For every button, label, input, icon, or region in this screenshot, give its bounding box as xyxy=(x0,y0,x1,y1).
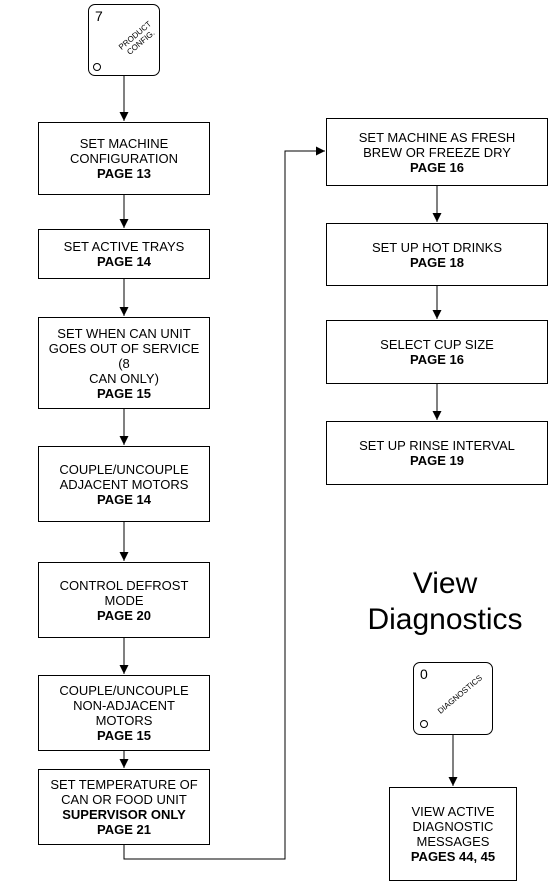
step-select-cup-size: SELECT CUP SIZE PAGE 16 xyxy=(326,320,548,384)
step-set-up-hot-drinks: SET UP HOT DRINKS PAGE 18 xyxy=(326,223,548,286)
step-text: MESSAGES xyxy=(416,834,490,849)
key-label: PRODUCT CONFIG. xyxy=(113,16,163,62)
step-view-active-diagnostic-messages: VIEW ACTIVE DIAGNOSTIC MESSAGES PAGES 44… xyxy=(389,787,517,881)
step-set-up-rinse-interval: SET UP RINSE INTERVAL PAGE 19 xyxy=(326,421,548,485)
step-text: SET MACHINE AS FRESH xyxy=(358,129,516,145)
diagnostics-key[interactable]: 0 DIAGNOSTICS xyxy=(413,662,493,735)
product-config-key[interactable]: 7 PRODUCT CONFIG. xyxy=(88,4,160,76)
step-text: ADJACENT MOTORS xyxy=(59,476,189,492)
step-text: NON-ADJACENT MOTORS xyxy=(73,698,175,728)
step-text: COUPLE/UNCOUPLE xyxy=(59,461,189,477)
step-text: DIAGNOSTIC xyxy=(412,819,494,834)
step-text: GOES OUT OF SERVICE (8 xyxy=(48,340,200,371)
step-page-ref: PAGE 13 xyxy=(97,166,151,181)
arrow-step7-to-right-column xyxy=(123,146,325,860)
step-text: COUPLE/UNCOUPLE xyxy=(59,683,189,698)
step-text: SET MACHINE xyxy=(79,136,169,151)
step-page-ref: PAGE 20 xyxy=(97,607,151,623)
step-text: CONFIGURATION xyxy=(69,151,179,166)
step-text: SET UP HOT DRINKS xyxy=(371,239,503,255)
step-set-active-trays: SET ACTIVE TRAYS PAGE 14 xyxy=(38,229,210,279)
step-page-ref: PAGE 14 xyxy=(97,254,151,269)
step-page-ref: PAGE 14 xyxy=(97,491,151,507)
step-text: BREW OR FREEZE DRY xyxy=(363,144,511,160)
step-control-defrost-mode: CONTROL DEFROST MODE PAGE 20 xyxy=(38,562,210,638)
led-indicator-icon xyxy=(93,63,101,71)
step-text: CAN OR FOOD UNIT xyxy=(61,792,187,807)
step-page-ref: PAGE 16 xyxy=(410,352,464,367)
step-text: SET WHEN CAN UNIT xyxy=(57,325,191,341)
step-fresh-brew-or-freeze-dry: SET MACHINE AS FRESH BREW OR FREEZE DRY … xyxy=(326,118,548,186)
step-supervisor-note: SUPERVISOR ONLY xyxy=(62,807,186,822)
step-text: SET UP RINSE INTERVAL xyxy=(359,438,515,453)
step-can-unit-out-of-service: SET WHEN CAN UNIT GOES OUT OF SERVICE (8… xyxy=(38,317,210,409)
step-text: CAN ONLY) xyxy=(89,370,159,386)
step-page-ref: PAGES 44, 45 xyxy=(410,849,496,864)
step-couple-non-adjacent-motors: COUPLE/UNCOUPLE NON-ADJACENT MOTORS PAGE… xyxy=(38,675,210,751)
step-page-ref: PAGE 15 xyxy=(97,728,151,743)
step-text: SET TEMPERATURE OF xyxy=(50,777,198,792)
step-couple-adjacent-motors: COUPLE/UNCOUPLE ADJACENT MOTORS PAGE 14 xyxy=(38,446,210,522)
step-page-ref: PAGE 15 xyxy=(97,385,151,401)
step-text: MODE xyxy=(104,592,144,608)
step-set-machine-configuration: SET MACHINE CONFIGURATION PAGE 13 xyxy=(38,122,210,195)
step-text: SET ACTIVE TRAYS xyxy=(63,239,185,254)
step-page-ref: PAGE 19 xyxy=(410,453,464,468)
step-page-ref: PAGE 21 xyxy=(97,822,151,837)
heading-line1: View xyxy=(412,567,478,600)
step-text: SELECT CUP SIZE xyxy=(380,337,494,352)
view-diagnostics-heading: View Diagnostics xyxy=(350,566,540,638)
step-set-temperature: SET TEMPERATURE OF CAN OR FOOD UNIT SUPE… xyxy=(38,769,210,845)
step-page-ref: PAGE 16 xyxy=(410,159,464,175)
key-number: 0 xyxy=(420,666,428,682)
step-text: VIEW ACTIVE xyxy=(411,804,495,819)
led-indicator-icon xyxy=(420,720,428,728)
step-page-ref: PAGE 18 xyxy=(410,254,464,270)
key-number: 7 xyxy=(95,8,103,24)
heading-line2: Diagnostics xyxy=(367,603,523,636)
step-text: CONTROL DEFROST xyxy=(59,577,189,593)
key-label: DIAGNOSTICS xyxy=(435,673,485,716)
